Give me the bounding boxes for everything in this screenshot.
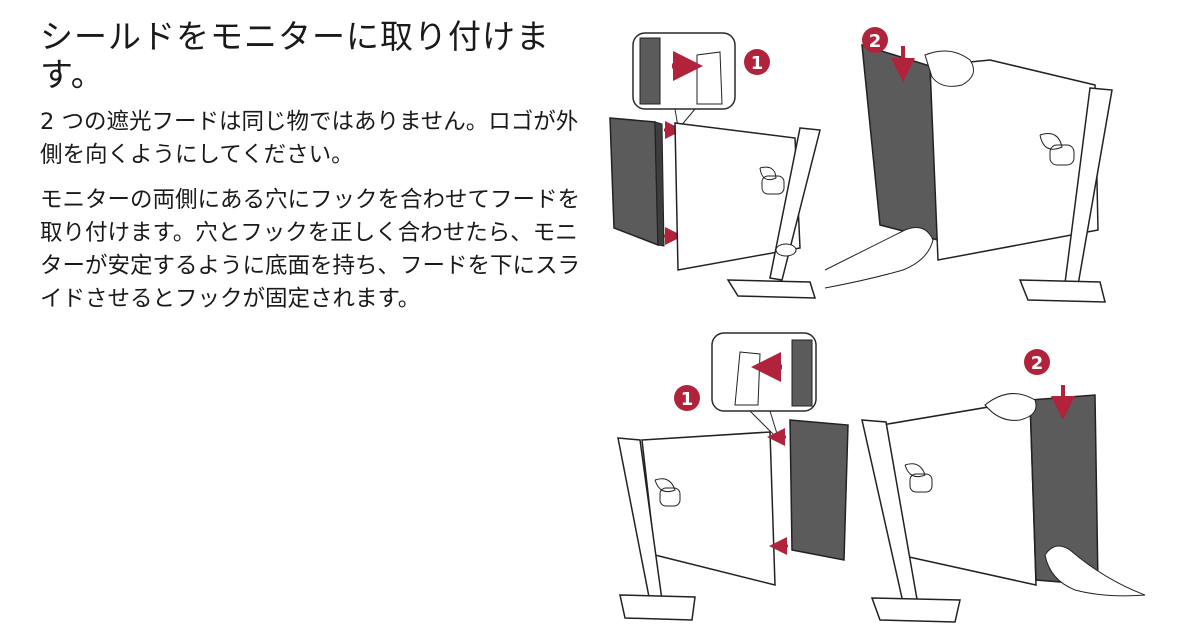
page-heading: シールドをモニターに取り付けます。	[40, 17, 550, 94]
figure-bottom-right: 2	[861, 349, 1146, 623]
monitor-stand	[769, 127, 821, 281]
step-number: 1	[751, 53, 764, 74]
hood-left-attached	[861, 43, 939, 241]
step-number: 2	[1031, 353, 1044, 374]
figure-top-right: 2	[824, 27, 1113, 303]
paragraph-attach-procedure: モニターの両側にある穴にフックを合わせてフードを取り付けます。穴とフックを正しく…	[40, 187, 581, 312]
hood-right	[789, 419, 849, 561]
step-number: 2	[869, 31, 882, 52]
illustrations: 1 2 1	[600, 0, 1193, 643]
zoom-monitor-edge	[734, 351, 761, 406]
hand-top	[984, 393, 1037, 421]
hand-bottom	[824, 227, 934, 289]
step-number: 1	[681, 389, 694, 410]
hand-top	[924, 50, 975, 87]
figure-top-left: 1	[609, 32, 821, 299]
monitor-base	[870, 597, 961, 623]
monitor-base	[1018, 279, 1106, 303]
step-badge	[1024, 349, 1050, 375]
monitor-base	[619, 594, 696, 621]
step-badge	[744, 49, 770, 75]
zoom-hood-edge	[639, 37, 661, 105]
illustration-svg: 1 2 1	[609, 27, 1146, 623]
hood-left	[609, 117, 659, 247]
figure-bottom-left: 1	[617, 332, 849, 621]
hand-bottom	[1044, 545, 1146, 597]
paragraph-logo-orientation: 2 つの遮光フードは同じ物ではありません。ロゴが外側を向くようにしてください。	[40, 109, 579, 168]
step-badge	[862, 27, 888, 53]
monitor-base	[726, 279, 817, 299]
monitor-back	[641, 431, 776, 586]
monitor-back	[674, 122, 801, 271]
step-badge	[674, 385, 700, 411]
zoom-monitor-edge	[696, 51, 723, 105]
zoom-hood-edge	[791, 339, 813, 407]
instructions-column: シールドをモニターに取り付けます。 2 つの遮光フードは同じ物ではありません。ロ…	[40, 18, 600, 328]
